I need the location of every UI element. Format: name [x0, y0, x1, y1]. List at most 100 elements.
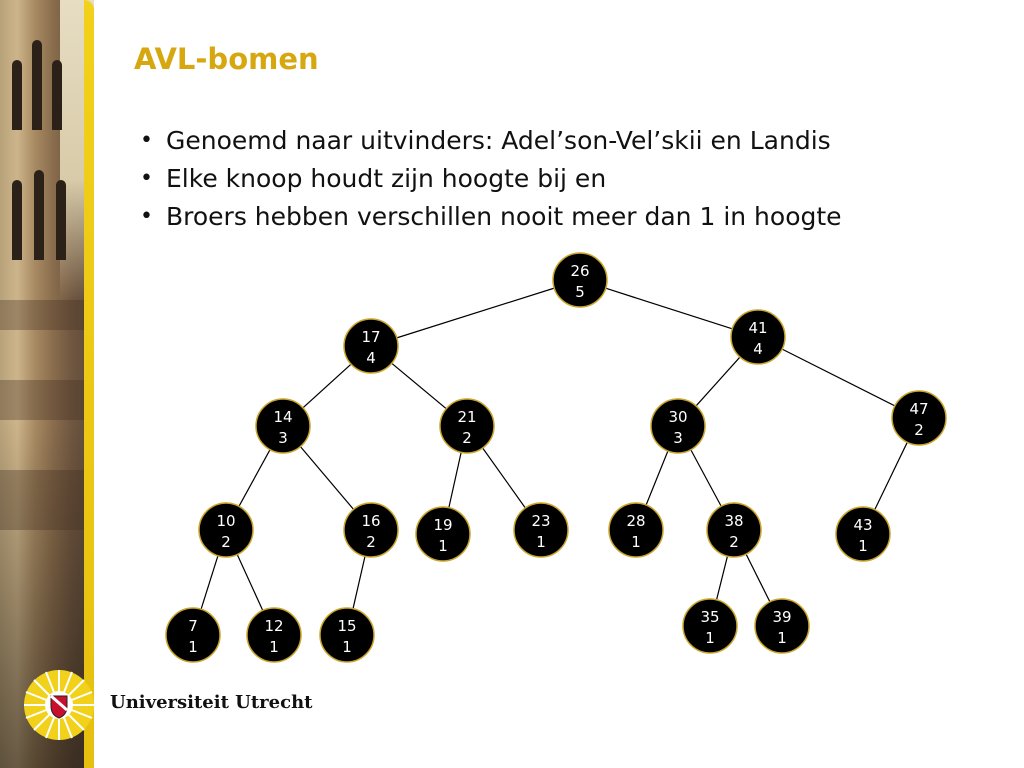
tower-window	[32, 40, 42, 130]
node-circle	[650, 398, 706, 454]
node-key: 41	[748, 319, 767, 337]
tree-edge	[200, 555, 219, 610]
node-circle	[730, 309, 786, 365]
node-key: 21	[457, 408, 476, 426]
tree-node-39: 391	[754, 598, 810, 654]
node-height: 4	[366, 349, 376, 367]
tree-node-10: 102	[198, 502, 254, 558]
node-height: 2	[914, 421, 924, 439]
node-height: 3	[278, 429, 288, 447]
tree-edge	[874, 442, 908, 510]
tree-node-35: 351	[682, 598, 738, 654]
tree-node-14: 143	[255, 398, 311, 454]
node-key: 23	[531, 512, 550, 530]
tower-window	[56, 180, 66, 260]
tree-node-28: 281	[608, 502, 664, 558]
tree-node-21: 212	[439, 398, 495, 454]
tree-node-43: 431	[835, 506, 891, 562]
tree-node-26: 265	[552, 252, 608, 308]
node-circle	[835, 506, 891, 562]
node-height: 2	[729, 533, 739, 551]
node-circle	[255, 398, 311, 454]
node-key: 15	[337, 617, 356, 635]
tower-window	[12, 60, 22, 130]
bullet-item: •Broers hebben verschillen nooit meer da…	[140, 198, 842, 236]
tower-window	[52, 60, 62, 130]
tree-node-17: 174	[343, 318, 399, 374]
tree-edge	[302, 363, 352, 409]
node-circle	[608, 502, 664, 558]
tree-node-7: 71	[165, 607, 221, 663]
node-height: 1	[631, 533, 641, 551]
bullet-list: •Genoemd naar uitvinders: Adel’son-Vel’s…	[140, 122, 842, 236]
tree-edge	[745, 553, 771, 603]
tree-node-12: 121	[246, 607, 302, 663]
building-row	[0, 470, 96, 530]
node-height: 1	[188, 638, 198, 656]
stripe-divider	[94, 0, 102, 768]
tree-edge	[715, 556, 729, 600]
node-key: 7	[188, 617, 198, 635]
node-height: 1	[342, 638, 352, 656]
tree-node-30: 303	[650, 398, 706, 454]
tree-node-47: 472	[891, 390, 947, 446]
bullet-item: •Genoemd naar uitvinders: Adel’son-Vel’s…	[140, 122, 842, 160]
node-circle	[439, 398, 495, 454]
bullet-text: Elke knoop houdt zijn hoogte bij en	[166, 164, 607, 193]
node-height: 4	[753, 340, 763, 358]
tower-window	[12, 180, 22, 260]
tree-edge	[482, 447, 526, 509]
bullet-item: • Elke knoop houdt zijn hoogte bij en	[140, 160, 842, 198]
node-key: 30	[668, 408, 687, 426]
bullet-text: Broers hebben verschillen nooit meer dan…	[166, 202, 842, 231]
node-key: 47	[909, 400, 928, 418]
slide-title: AVL-bomen	[134, 42, 319, 76]
node-height: 2	[221, 533, 231, 551]
tree-edge	[781, 348, 896, 407]
node-circle	[754, 598, 810, 654]
node-circle	[552, 252, 608, 308]
tree-nodes: 2651744141432123034721021621912312813824…	[165, 252, 947, 663]
node-height: 1	[858, 537, 868, 555]
bullet-icon: •	[140, 166, 153, 191]
tree-edge	[236, 554, 264, 611]
university-name: Universiteit Utrecht	[110, 692, 313, 713]
tree-edge	[695, 356, 741, 407]
building-row	[0, 380, 96, 420]
tree-node-41: 414	[730, 309, 786, 365]
node-key: 38	[724, 512, 743, 530]
node-key: 28	[626, 512, 645, 530]
tower-window	[34, 170, 44, 260]
node-key: 17	[361, 328, 380, 346]
node-key: 26	[570, 262, 589, 280]
tree-edge	[448, 452, 462, 508]
node-circle	[343, 502, 399, 558]
node-circle	[682, 598, 738, 654]
node-circle	[246, 607, 302, 663]
node-circle	[343, 318, 399, 374]
tree-edge	[238, 449, 271, 507]
node-circle	[165, 607, 221, 663]
node-height: 1	[536, 533, 546, 551]
node-height: 1	[777, 629, 787, 647]
tree-node-23: 231	[513, 502, 569, 558]
node-height: 2	[462, 429, 472, 447]
node-height: 5	[575, 283, 585, 301]
node-circle	[706, 502, 762, 558]
node-circle	[415, 506, 471, 562]
node-circle	[891, 390, 947, 446]
bullet-icon: •	[140, 128, 153, 153]
tree-edge	[299, 446, 355, 510]
building-row	[0, 300, 96, 330]
node-circle	[319, 607, 375, 663]
universiteit-utrecht-sun-seal-icon	[24, 670, 94, 740]
node-circle	[198, 502, 254, 558]
node-key: 14	[273, 408, 292, 426]
node-key: 12	[264, 617, 283, 635]
node-height: 2	[366, 533, 376, 551]
node-key: 16	[361, 512, 380, 530]
tree-node-15: 151	[319, 607, 375, 663]
node-key: 19	[433, 516, 452, 534]
tree-edge	[391, 362, 447, 410]
